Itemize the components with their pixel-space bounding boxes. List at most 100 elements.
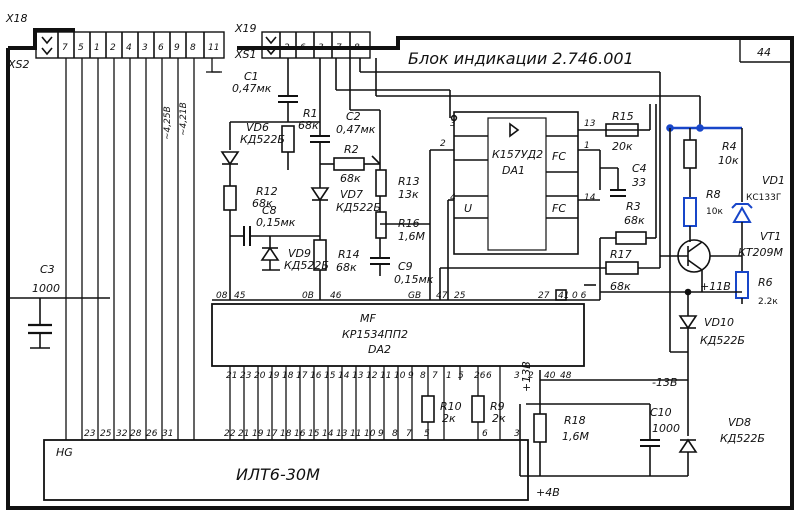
connector-x19: X19 XS1 2 6 3 7 8 <box>234 22 371 61</box>
svg-text:68к: 68к <box>298 119 319 132</box>
svg-text:2к: 2к <box>442 412 456 425</box>
svg-text:9: 9 <box>378 429 384 439</box>
svg-text:C9: C9 <box>398 260 413 273</box>
svg-text:5: 5 <box>78 43 84 53</box>
da2-to-hg-lines <box>229 366 501 440</box>
svg-text:ИЛТ6-30М: ИЛТ6-30М <box>236 465 320 484</box>
svg-text:C4: C4 <box>632 162 647 175</box>
sheet-number: 44 <box>757 46 771 59</box>
rail-label-421: ~4,21В <box>179 102 189 136</box>
svg-text:R14: R14 <box>338 248 360 261</box>
svg-text:2: 2 <box>440 139 446 149</box>
svg-text:КС133Г: КС133Г <box>746 193 781 203</box>
svg-text:68к: 68к <box>340 172 361 185</box>
svg-text:VT1: VT1 <box>760 230 781 243</box>
svg-text:R9: R9 <box>490 400 505 413</box>
svg-text:VD7: VD7 <box>340 188 363 201</box>
svg-text:18: 18 <box>280 429 292 439</box>
svg-text:2: 2 <box>528 371 534 381</box>
svg-text:R15: R15 <box>612 110 634 123</box>
svg-text:3: 3 <box>514 371 520 381</box>
svg-text:32: 32 <box>116 429 128 439</box>
svg-text:XS1: XS1 <box>234 48 257 61</box>
svg-text:17: 17 <box>266 429 278 439</box>
svg-text:40: 40 <box>544 371 556 381</box>
power-section: R18 1,6М +4В C10 1000 +13В <box>519 361 680 499</box>
svg-text:HG: HG <box>56 446 73 459</box>
svg-text:VD10: VD10 <box>704 316 734 329</box>
svg-text:48: 48 <box>560 371 572 381</box>
svg-text:68к: 68к <box>252 197 273 210</box>
svg-text:11: 11 <box>350 429 361 439</box>
svg-text:R13: R13 <box>398 175 420 188</box>
svg-text:3: 3 <box>142 43 148 53</box>
svg-text:C10: C10 <box>650 406 672 419</box>
svg-text:+13В: +13В <box>520 361 533 392</box>
svg-text:0,15мк: 0,15мк <box>394 273 434 286</box>
svg-text:VD9: VD9 <box>288 247 311 260</box>
svg-text:13: 13 <box>584 119 596 129</box>
display-hg: HG ИЛТ6-30М <box>43 439 529 501</box>
svg-text:U: U <box>464 202 472 215</box>
svg-text:2к: 2к <box>492 412 506 425</box>
svg-text:0 6: 0 6 <box>572 291 587 301</box>
svg-text:VD8: VD8 <box>728 416 751 429</box>
svg-text:15: 15 <box>324 371 336 381</box>
svg-text:41: 41 <box>558 291 569 301</box>
svg-text:C3: C3 <box>40 263 55 276</box>
svg-text:DA1: DA1 <box>502 164 525 177</box>
svg-text:26: 26 <box>146 429 158 439</box>
svg-text:8: 8 <box>392 429 398 439</box>
svg-text:5: 5 <box>424 429 430 439</box>
svg-text:10: 10 <box>394 371 406 381</box>
svg-text:X18: X18 <box>5 12 28 25</box>
svg-text:46: 46 <box>330 291 342 301</box>
svg-text:КД522Б: КД522Б <box>720 432 765 445</box>
svg-text:21: 21 <box>238 429 249 439</box>
svg-text:19: 19 <box>252 429 264 439</box>
svg-text:13: 13 <box>352 371 364 381</box>
svg-text:8: 8 <box>190 43 196 53</box>
svg-text:23: 23 <box>84 429 96 439</box>
svg-text:C8: C8 <box>262 204 277 217</box>
svg-text:11: 11 <box>380 371 391 381</box>
svg-text:R1: R1 <box>303 107 318 120</box>
svg-text:8: 8 <box>420 371 426 381</box>
svg-text:КР1534ПП2: КР1534ПП2 <box>342 328 408 341</box>
svg-text:2.2к: 2.2к <box>758 297 778 307</box>
svg-text:КД522Б: КД522Б <box>284 259 329 272</box>
svg-text:8: 8 <box>354 43 360 53</box>
svg-text:10к: 10к <box>718 154 739 167</box>
svg-text:31: 31 <box>162 429 173 439</box>
svg-text:15: 15 <box>308 429 320 439</box>
svg-text:1000: 1000 <box>652 422 680 435</box>
svg-text:6: 6 <box>300 43 306 53</box>
svg-text:КТ209М: КТ209М <box>738 246 784 259</box>
svg-text:26: 26 <box>474 371 486 381</box>
svg-text:R6: R6 <box>758 276 773 289</box>
svg-text:68к: 68к <box>624 214 645 227</box>
svg-text:4: 4 <box>126 43 132 53</box>
svg-text:13к: 13к <box>398 188 419 201</box>
svg-text:3: 3 <box>318 43 324 53</box>
svg-text:22: 22 <box>224 429 236 439</box>
svg-text:4: 4 <box>450 193 456 203</box>
svg-text:10к: 10к <box>706 207 723 217</box>
svg-text:20к: 20к <box>612 140 633 153</box>
svg-text:VD6: VD6 <box>246 121 269 134</box>
svg-text:+11В: +11В <box>700 280 731 293</box>
svg-text:6: 6 <box>158 43 164 53</box>
frame <box>6 28 794 510</box>
svg-text:КД522Б: КД522Б <box>240 133 285 146</box>
connector-x18: X18 XS2 7 5 1 2 4 3 6 9 8 11 <box>5 12 225 71</box>
chip-da1: К157УД2 DA1 U FC FC 3 2 4 13 1 14 <box>429 90 640 300</box>
svg-text:+4В: +4В <box>536 486 560 499</box>
svg-text:FC: FC <box>552 150 566 163</box>
svg-text:1,6М: 1,6М <box>398 230 425 243</box>
svg-text:9: 9 <box>174 43 180 53</box>
svg-text:GВ: GВ <box>408 291 421 301</box>
svg-text:R18: R18 <box>564 414 586 427</box>
hg-pin-labels: 23 25 32 28 26 31 22 21 19 17 18 16 15 1… <box>84 429 520 439</box>
svg-text:5: 5 <box>458 371 464 381</box>
